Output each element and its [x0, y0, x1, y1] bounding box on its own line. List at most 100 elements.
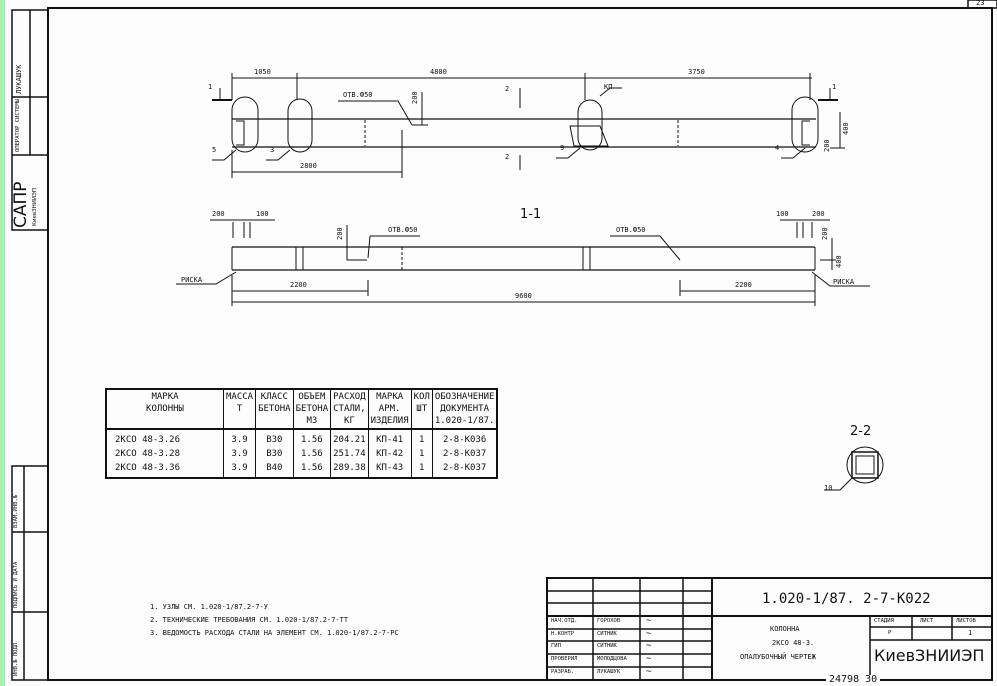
signature-mark: ~ [646, 628, 652, 639]
section-1-1-view [176, 219, 870, 306]
table-cell: КП-42 [367, 447, 412, 461]
role-person: СИТНИК [597, 630, 617, 637]
section-mark-2-bottom: 2 [505, 153, 510, 161]
stamp-name: ЛУКАШУК [15, 64, 23, 94]
dim-1050: 1050 [254, 68, 271, 76]
dim-200-section: 200 [336, 227, 344, 240]
section-2-2-view [824, 446, 884, 491]
table-cell: 2-8-К037 [431, 447, 498, 461]
table-cell: В30 [255, 429, 294, 447]
table-cell: 3.9 [222, 429, 257, 447]
table-header-cell: МАРКА АРМ. ИЗДЕЛИЯ [367, 389, 412, 430]
signature-mark: ~ [646, 641, 652, 652]
table-cell: КП-43 [367, 461, 412, 478]
role-person: СИТНИК [597, 643, 617, 650]
table-header-cell: МАССА Т [222, 389, 257, 430]
table-cell: 1 [410, 429, 433, 447]
riska-left-label: РИСКА [181, 276, 203, 284]
kp-label: КП [604, 83, 613, 91]
role-person: ЛУКАШУК [597, 668, 621, 675]
title-line-1: КОЛОННА [770, 625, 800, 633]
stamp-org: КиевЗНИИЭП [32, 188, 38, 226]
dim-200-hole: 200 [411, 91, 419, 104]
note-2: 2. ТЕХНИЧЕСКИЕ ТРЕБОВАНИЯ СМ. 1.020-1/87… [150, 616, 349, 624]
section-mark-1-right: 1 [832, 83, 837, 91]
dim-400-section: 400 [835, 255, 843, 268]
sheet-frame [47, 7, 993, 681]
table-cell: 1.56 [292, 429, 332, 447]
dim-200-right: 200 [812, 210, 825, 218]
signature-mark: ~ [646, 654, 652, 665]
table-header-cell: ОБОЗНАЧЕНИЕ ДОКУМЕНТА 1.020-1/87. [431, 389, 498, 430]
section-2-2-title: 2-2 [850, 424, 872, 439]
dim-2800: 2800 [300, 162, 317, 170]
role-title: РАЗРАБ. [551, 668, 575, 675]
signature-mark: ~ [646, 616, 652, 626]
dim-200-section-right: 200 [821, 227, 829, 240]
section-mark-2-top: 2 [505, 85, 510, 93]
side-stamp-bottom [11, 465, 49, 681]
table-cell: 204.21 [330, 429, 369, 447]
table-cell: 289.38 [330, 461, 369, 478]
table-header-cell: ОБЪЕМ БЕТОНА М3 [292, 389, 332, 430]
dim-9600: 9600 [515, 292, 532, 300]
dim-100-left: 100 [256, 210, 269, 218]
section-mark-1-left: 1 [208, 83, 213, 91]
table-cell: В30 [255, 447, 294, 461]
table-cell: 2-8-К036 [431, 429, 498, 447]
dim-2200-left: 2200 [290, 281, 307, 289]
dim-4800: 4800 [430, 68, 447, 76]
left-edge-strip [0, 0, 5, 686]
side-stamp-top [11, 9, 49, 231]
stage-value: Р [888, 630, 892, 636]
role-title: Н.КОНТР [551, 630, 575, 637]
table-cell: 1.56 [292, 447, 332, 461]
dim-100-right: 100 [776, 210, 789, 218]
note-1: 1. УЗЛЫ СМ. 1.020-1/87.2-7-У [150, 603, 269, 611]
callout-10: 10 [824, 484, 833, 492]
section-1-1-title: 1-1 [520, 207, 542, 222]
stage-label: СТАДИЯ [874, 618, 894, 624]
stamp-sapr: САПР [11, 181, 31, 228]
dim-200-edge: 200 [823, 139, 831, 152]
org-name: КиевЗНИИЭП [874, 646, 985, 665]
table-cell: В40 [255, 461, 294, 478]
field-inv-podl: ИНВ.№ ПОДЛ [13, 642, 19, 676]
dim-3750: 3750 [688, 68, 705, 76]
hole-left-label: ОТВ.Ф50 [388, 226, 418, 234]
signature-mark: ~ [646, 666, 652, 677]
callout-4: 4 [775, 144, 780, 152]
dim-200-left: 200 [212, 210, 225, 218]
table-cell: 2-8-К037 [431, 461, 498, 478]
table-cell: 2КСО 48-3.28 [105, 447, 224, 461]
callout-5: 5 [212, 146, 217, 154]
table-cell: 2КСО 48-3.26 [105, 429, 224, 447]
role-person: ГОРОХОВ [597, 618, 621, 624]
role-title: ПРОВЕРИЛ [551, 656, 578, 663]
note-3: 3. ВЕДОМОСТЬ РАСХОДА СТАЛИ НА ЭЛЕМЕНТ СМ… [150, 629, 399, 637]
title-block-grid [546, 577, 993, 681]
riska-right-label: РИСКА [833, 278, 855, 286]
archive-number: 24798 30 [826, 675, 881, 685]
role-title: НАЧ.ОТД. [551, 618, 578, 624]
table-cell: 251.74 [330, 447, 369, 461]
table-cell: 1 [410, 447, 433, 461]
callout-3: 3 [270, 146, 275, 154]
corner-sheet-number: 23 [976, 0, 985, 7]
field-vzam-inv: ВЗАМ.ИНВ.№ [13, 494, 19, 528]
table-header-cell: КЛАСС БЕТОНА [255, 389, 294, 430]
role-person: МОЛОДЦОВА [597, 656, 627, 663]
hole-label: ОТВ.Ф50 [343, 91, 373, 99]
callout-9: 9 [560, 144, 565, 152]
table-cell: КП-41 [367, 429, 412, 447]
title-line-2: 2КСО 48-3. [772, 639, 815, 647]
title-line-3: ОПАЛУБОЧНЫЙ ЧЕРТЕЖ [740, 653, 816, 661]
hole-right-label: ОТВ.Ф50 [616, 226, 646, 234]
sheets-value: 1 [968, 629, 973, 637]
sheet-label: ЛИСТ [920, 618, 934, 624]
